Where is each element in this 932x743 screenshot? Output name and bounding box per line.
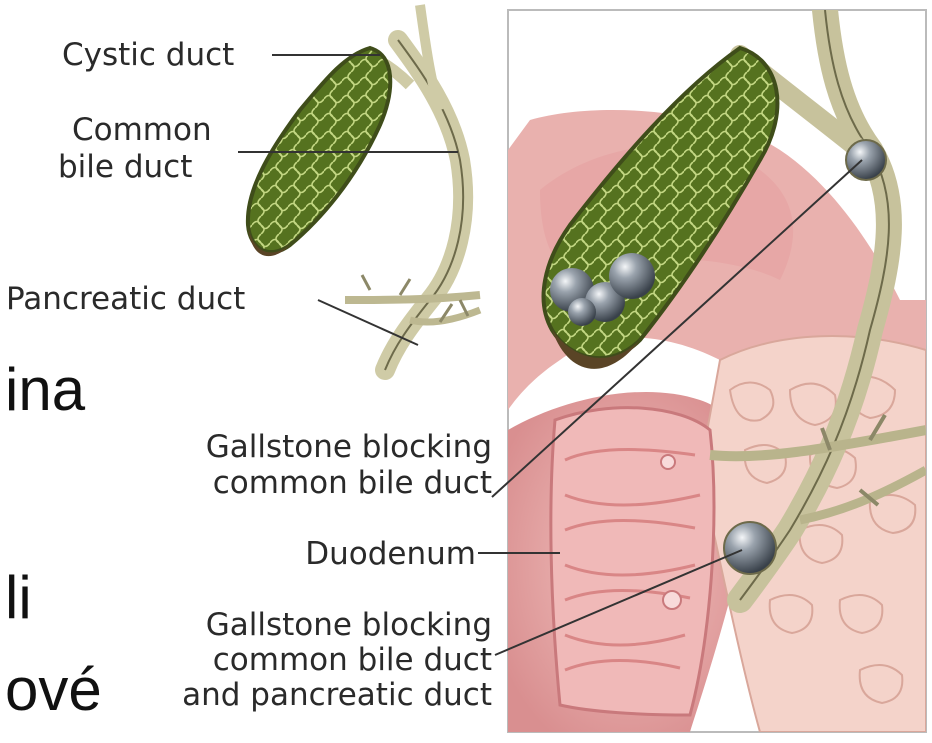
label-cystic-duct: Cystic duct: [62, 38, 234, 72]
slide-text-fragment-2: li: [5, 568, 32, 628]
slide-text-fragment-1: ina: [5, 360, 85, 420]
label-common-bile-duct-1: Common: [72, 113, 212, 147]
gallstone-common-bile-duct: [846, 140, 886, 180]
label-gallstone-cbd-1: Gallstone blocking: [206, 430, 492, 464]
label-pancreatic-duct: Pancreatic duct: [6, 282, 245, 316]
label-gallstone-both-2: common bile duct: [213, 643, 492, 677]
gallstone-ampulla: [724, 522, 776, 574]
label-gallstone-both-1: Gallstone blocking: [206, 608, 492, 642]
left-illustration: [248, 5, 480, 370]
label-gallstone-cbd-2: common bile duct: [213, 466, 492, 500]
label-duodenum: Duodenum: [305, 537, 476, 571]
left-gallbladder: [248, 48, 390, 252]
label-common-bile-duct-2: bile duct: [58, 150, 192, 184]
slide-text-fragment-3: ové: [5, 660, 102, 720]
label-gallstone-both-3: and pancreatic duct: [182, 678, 492, 712]
